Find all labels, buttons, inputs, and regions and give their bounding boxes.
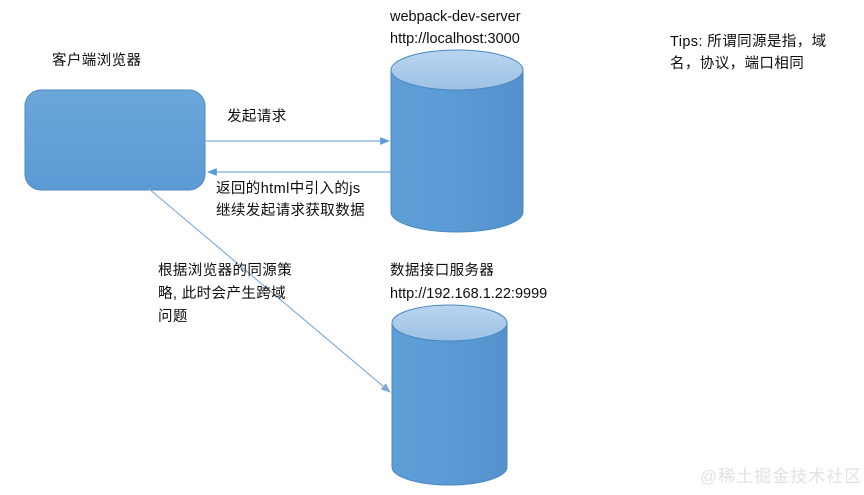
node-api-server: [391, 304, 508, 486]
api-server-name-label: 数据接口服务器: [390, 263, 495, 279]
edge-cross-origin-label-line1: 根据浏览器的同源策: [158, 263, 293, 279]
edge-response-label-line2: 继续发起请求获取数据: [216, 203, 365, 219]
edge-cross-origin-arrow: [147, 187, 391, 393]
node-client-browser: [24, 89, 206, 191]
tips-label-line1: Tips: 所谓同源是指，域: [670, 34, 827, 50]
watermark: @稀土掘金技术社区: [700, 467, 863, 486]
dev-server-url-label: http://localhost:3000: [390, 31, 520, 47]
api-server-url-label: http://192.168.1.22:9999: [390, 286, 548, 302]
edge-cross-origin-label-line2: 略, 此时会产生跨域: [158, 286, 287, 302]
client-browser-label: 客户端浏览器: [52, 53, 142, 69]
tips-label-line2: 名，协议，端口相同: [670, 56, 805, 72]
dev-server-name-label: webpack-dev-server: [390, 9, 521, 25]
edge-response-label-line1: 返回的html中引入的js: [216, 181, 361, 197]
edge-request-label: 发起请求: [227, 109, 287, 125]
edge-cross-origin-label-line3: 问题: [158, 309, 188, 325]
node-dev-server: [390, 49, 524, 233]
